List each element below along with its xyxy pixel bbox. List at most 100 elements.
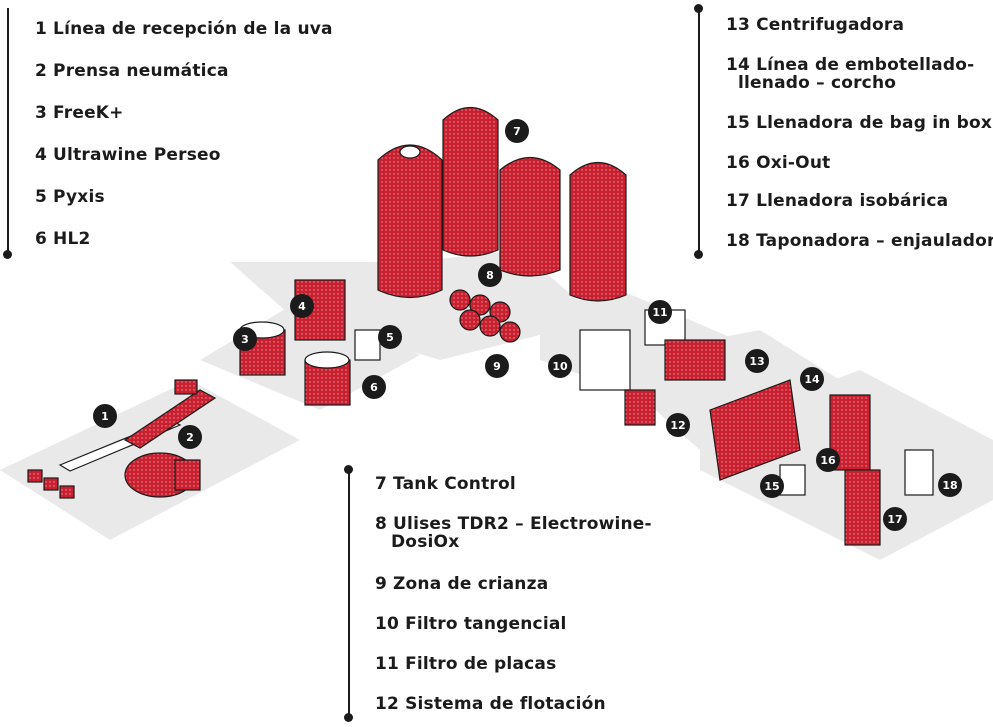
legend-item: DosiOx [391,533,459,552]
marker-label: 6 [370,381,378,394]
marker-1: 1 [93,404,117,428]
legend-label: Llenadora isobárica [756,191,949,211]
marker-label: 17 [887,513,902,526]
marker-3: 3 [233,327,257,351]
marker-13: 13 [745,349,769,373]
legend-number: 4 [35,145,48,165]
legend-label: Filtro de placas [405,654,557,674]
marker-label: 14 [804,373,820,386]
legend-left-dot [3,250,12,259]
legend-item: llenado – corcho [738,74,896,93]
reception-line [27,379,217,499]
legend-label: Ultrawine Perseo [53,145,221,165]
legend-number: 8 [375,514,388,534]
legend-number: 18 [726,231,751,251]
marker-2: 2 [178,425,202,449]
legend-number: 16 [726,153,751,173]
legend-left-rule [7,8,9,253]
marker-label: 15 [764,480,779,493]
marker-18: 18 [938,473,962,497]
legend-right-dot-bottom [694,250,703,259]
legend-number: 3 [35,103,48,123]
legend-label: Línea de recepción de la uva [53,19,333,39]
marker-15: 15 [760,474,784,498]
legend-number: 5 [35,187,48,207]
marker-label: 4 [298,300,306,313]
legend-number: 7 [375,474,388,494]
legend-label: Pyxis [53,187,105,207]
legend-number: 13 [726,15,751,35]
legend-bottom-dot-end [344,713,353,722]
marker-label: 16 [820,454,836,467]
legend-label: DosiOx [391,532,460,552]
marker-label: 18 [942,479,957,492]
marker-10: 10 [548,354,572,378]
marker-label: 13 [749,355,764,368]
legend-label: Tank Control [393,474,516,494]
marker-label: 3 [241,333,249,346]
legend-number: 2 [35,61,48,81]
marker-14: 14 [800,367,824,391]
marker-17: 17 [883,507,907,531]
marker-7: 7 [505,119,529,143]
marker-label: 11 [652,306,667,319]
legend-number: 12 [375,694,400,714]
filtration-group [579,309,726,426]
marker-12: 12 [666,413,690,437]
legend-bottom-rule [348,470,350,720]
marker-8: 8 [478,263,502,287]
pneumatic-press [124,452,201,498]
legend-label: Taponadora – enjauladora [756,231,993,251]
wine-tanks [377,107,627,302]
legend-label: Oxi-Out [756,153,831,173]
legend-number: 15 [726,113,751,133]
barrels [449,289,521,343]
marker-4: 4 [290,294,314,318]
legend-number: 10 [375,614,400,634]
marker-6: 6 [362,375,386,399]
legend-label: Centrifugadora [756,15,905,35]
legend-number: 14 [726,55,751,75]
legend-number: 9 [375,574,388,594]
legend-label: Sistema de flotación [405,694,606,714]
bottling-group [709,379,934,546]
marker-11: 11 [648,300,672,324]
legend-right-rule [698,8,700,253]
legend-number: 1 [35,19,48,39]
legend-number: 17 [726,191,751,211]
marker-label: 1 [101,410,109,423]
marker-label: 8 [486,269,494,282]
legend-label: Zona de crianza [393,574,549,594]
legend-label: Filtro tangencial [405,614,567,634]
legend-label: llenado – corcho [738,73,897,93]
marker-label: 10 [552,360,568,373]
marker-label: 9 [493,360,501,373]
legend-label: Ulises TDR2 – Electrowine- [393,514,652,534]
legend-label: FreeK+ [53,103,124,123]
legend-label: HL2 [53,229,91,249]
marker-9: 9 [485,354,509,378]
legend-bottom-dot [344,465,353,474]
legend-number: 11 [375,654,400,674]
marker-16: 16 [816,448,840,472]
marker-label: 12 [670,419,685,432]
legend-right-dot [694,4,703,13]
legend-number: 6 [35,229,48,249]
